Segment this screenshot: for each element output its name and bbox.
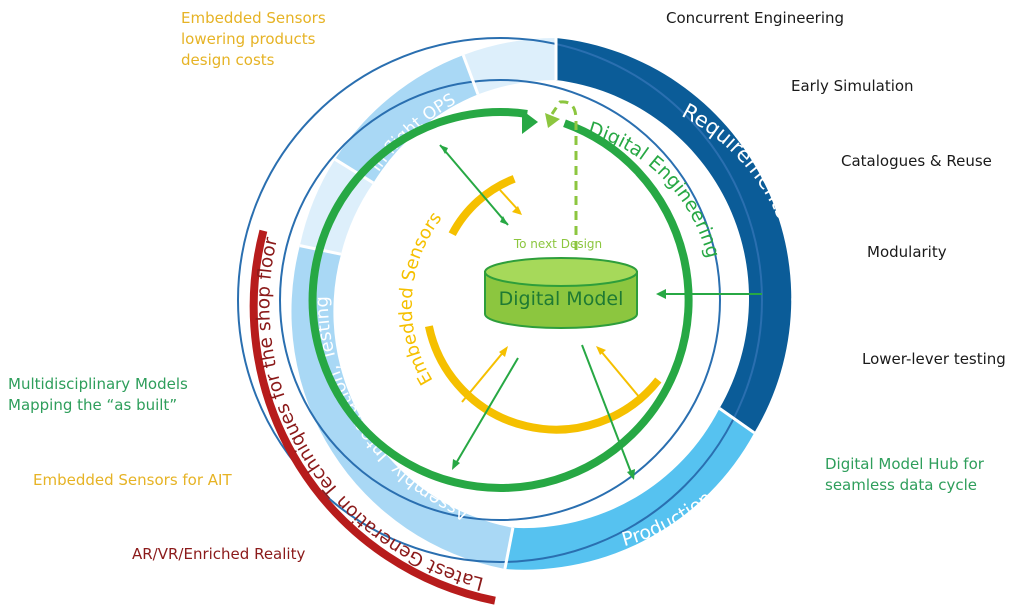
ring-segment-inflight-edge-top [463,38,556,95]
label-ar-vr: AR/VR/Enriched Reality [132,545,306,563]
label-embedded-sensors-costs: Embedded Sensors lowering products desig… [181,8,326,71]
label-multidisciplinary-models: Multidisciplinary Models Mapping the “as… [8,374,188,416]
to-next-design-label: To next Design [513,237,602,251]
label-line: Mapping the “as built” [8,396,178,414]
label-early-simulation: Early Simulation [791,77,914,95]
digital-engineering-circle [308,108,693,492]
ring-dividers [299,38,756,570]
ring-segment-production [504,408,755,570]
latest-generation-arc [249,229,496,605]
embedded-sensors-arc-lower [424,325,662,434]
label-embedded-sensors-ait: Embedded Sensors for AIT [33,471,232,489]
to-next-design-loop [550,100,578,250]
label-line: seamless data cycle [825,476,977,494]
label-line: Multidisciplinary Models [8,375,188,393]
digital-engineering-arrowhead [522,110,538,134]
digital-model-cylinder: Digital Model [484,257,638,329]
label-line: Embedded Sensors [181,9,326,27]
label-catalogues-reuse: Catalogues & Reuse [841,152,992,170]
to-next-design-arrowhead [545,113,560,128]
ring-inner-border [279,79,721,521]
label-modularity: Modularity [867,243,947,261]
ring-outer-border [237,37,763,563]
label-line: Digital Model Hub for [825,455,984,473]
label-concurrent-engineering: Concurrent Engineering [666,9,845,27]
label-line: lowering products [181,30,316,48]
label-digital-model-hub: Digital Model Hub for seamless data cycl… [825,454,984,496]
label-line: design costs [181,51,275,69]
embedded-sensors-arc-upper [448,175,516,237]
flow-arrows [439,144,762,480]
label-lower-lever-testing: Lower-lever testing [862,350,1006,368]
digital-model-label: Digital Model [499,288,624,310]
ring-segment-requirements-design [556,38,792,433]
